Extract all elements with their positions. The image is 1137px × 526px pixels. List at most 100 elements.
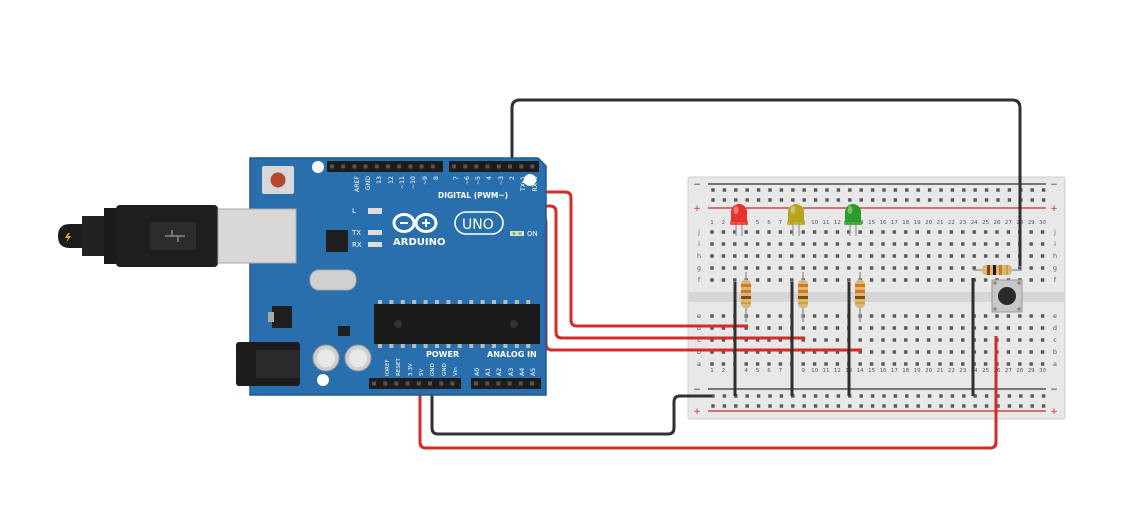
breadboard: 1122334455667788991010111112121313141415…	[687, 176, 1066, 420]
breadboard-column-number: 15	[868, 368, 875, 374]
breadboard-column-number: 1	[710, 220, 714, 226]
breadboard-column-number: 29	[1028, 368, 1035, 374]
rail-minus-label: −	[1050, 385, 1058, 395]
header-pin[interactable]	[408, 164, 413, 169]
header-pin[interactable]	[463, 164, 468, 169]
top-pin-label: 4	[486, 176, 493, 180]
onboard-led-tx	[368, 230, 382, 235]
header-pin[interactable]	[518, 381, 523, 386]
header-pin[interactable]	[474, 164, 479, 169]
header-pin[interactable]	[430, 164, 435, 169]
header-pin[interactable]	[341, 164, 346, 169]
breadboard-column-number: 20	[925, 368, 932, 374]
breadboard-column-number: 10	[811, 220, 818, 226]
breadboard-row-letter: c	[697, 336, 701, 344]
breadboard-row-letter: j	[697, 228, 700, 236]
header-pin[interactable]	[450, 381, 455, 386]
breadboard-column-number: 29	[1028, 220, 1035, 226]
breadboard-row-letter: e	[1053, 312, 1057, 320]
breadboard-row-letter: e	[697, 312, 701, 320]
breadboard-column-number: 17	[891, 368, 898, 374]
header-pin[interactable]	[452, 164, 456, 169]
push-button[interactable]	[991, 279, 1023, 313]
header-pin[interactable]	[474, 381, 478, 386]
breadboard-column-number: 14	[857, 368, 864, 374]
power-pin-label: 5V	[419, 368, 425, 376]
top-pin-label: ~6	[464, 176, 471, 185]
label-on: ON	[527, 230, 538, 238]
breadboard-column-number: 16	[880, 220, 887, 226]
header-power	[369, 378, 461, 389]
header-pin[interactable]	[530, 381, 534, 386]
breadboard-column-number: 30	[1039, 220, 1046, 226]
breadboard-row-letter: g	[697, 264, 701, 272]
breadboard-row-letter: h	[697, 252, 701, 260]
breadboard-column-number: 25	[982, 220, 989, 226]
header-pin[interactable]	[419, 164, 424, 169]
usb-symbol-icon	[165, 230, 185, 242]
power-pin-label: IOREF	[385, 359, 391, 376]
analog-pin-label: A1	[485, 368, 492, 376]
header-pin[interactable]	[485, 381, 490, 386]
onboard-led-on	[510, 231, 524, 236]
header-top-left	[327, 161, 443, 172]
led-yellow[interactable]	[787, 204, 805, 236]
usb-chip	[326, 230, 348, 252]
header-pin[interactable]	[397, 164, 402, 169]
header-pin[interactable]	[372, 381, 376, 386]
breadboard-column-number: 11	[823, 368, 830, 374]
header-pin[interactable]	[507, 381, 512, 386]
header-pin[interactable]	[374, 164, 379, 169]
header-pin[interactable]	[485, 164, 490, 169]
resistor	[855, 272, 865, 322]
header-pin[interactable]	[519, 164, 524, 169]
header-pin[interactable]	[496, 164, 501, 169]
breadboard-row-letter: f	[698, 276, 701, 284]
header-pin[interactable]	[363, 164, 368, 169]
wire-5v-to-button	[418, 336, 998, 450]
breadboard-row-letter: d	[697, 324, 701, 332]
uno-model-text: UNO	[462, 217, 494, 233]
top-pin-label: 13	[376, 176, 383, 184]
header-analog	[471, 378, 541, 389]
header-top-right	[449, 161, 539, 172]
header-pin[interactable]	[416, 381, 421, 386]
header-pin[interactable]	[428, 381, 432, 386]
label-tx: TX	[351, 229, 361, 237]
breadboard-row-letter: b	[697, 348, 701, 356]
header-pin[interactable]	[352, 164, 357, 169]
breadboard-column-number: 27	[1005, 220, 1012, 226]
breadboard-column-number: 4	[744, 368, 748, 374]
header-pin[interactable]	[405, 381, 410, 386]
breadboard-column-number: 12	[834, 220, 841, 226]
breadboard-column-number: 1	[710, 368, 714, 374]
header-pin[interactable]	[386, 164, 390, 169]
breadboard-row-letter: c	[1053, 336, 1057, 344]
arduino-uno-board: L TX RX ON ARDUINO UNO DIGITAL (PWM~) PO…	[217, 157, 547, 396]
top-pin-label: RX◂0	[532, 176, 539, 192]
header-pin[interactable]	[330, 164, 334, 169]
header-pin[interactable]	[496, 381, 501, 386]
header-pin[interactable]	[383, 381, 388, 386]
header-pin[interactable]	[508, 164, 512, 169]
header-pin[interactable]	[530, 164, 535, 169]
header-pin[interactable]	[394, 381, 399, 386]
breadboard-column-number: 6	[767, 368, 771, 374]
header-pin[interactable]	[439, 381, 444, 386]
led-red[interactable]	[730, 204, 748, 236]
breadboard-column-number: 15	[868, 220, 875, 226]
reset-button-cap[interactable]	[270, 172, 286, 188]
analog-pin-label: A0	[474, 368, 481, 376]
arduino-logo-text: ARDUINO	[393, 237, 445, 248]
resistor	[798, 272, 808, 322]
breadboard-column-number: 20	[925, 220, 932, 226]
breadboard-column-number: 6	[767, 220, 771, 226]
breadboard-components	[730, 204, 1023, 396]
breadboard-row-letter: f	[1054, 276, 1057, 284]
led-green[interactable]	[844, 204, 862, 236]
power-pin-label: GND	[430, 363, 436, 376]
power-pin-label: Vin	[453, 367, 459, 376]
power-label: POWER	[426, 350, 459, 359]
top-pin-label: ~9	[422, 176, 429, 185]
